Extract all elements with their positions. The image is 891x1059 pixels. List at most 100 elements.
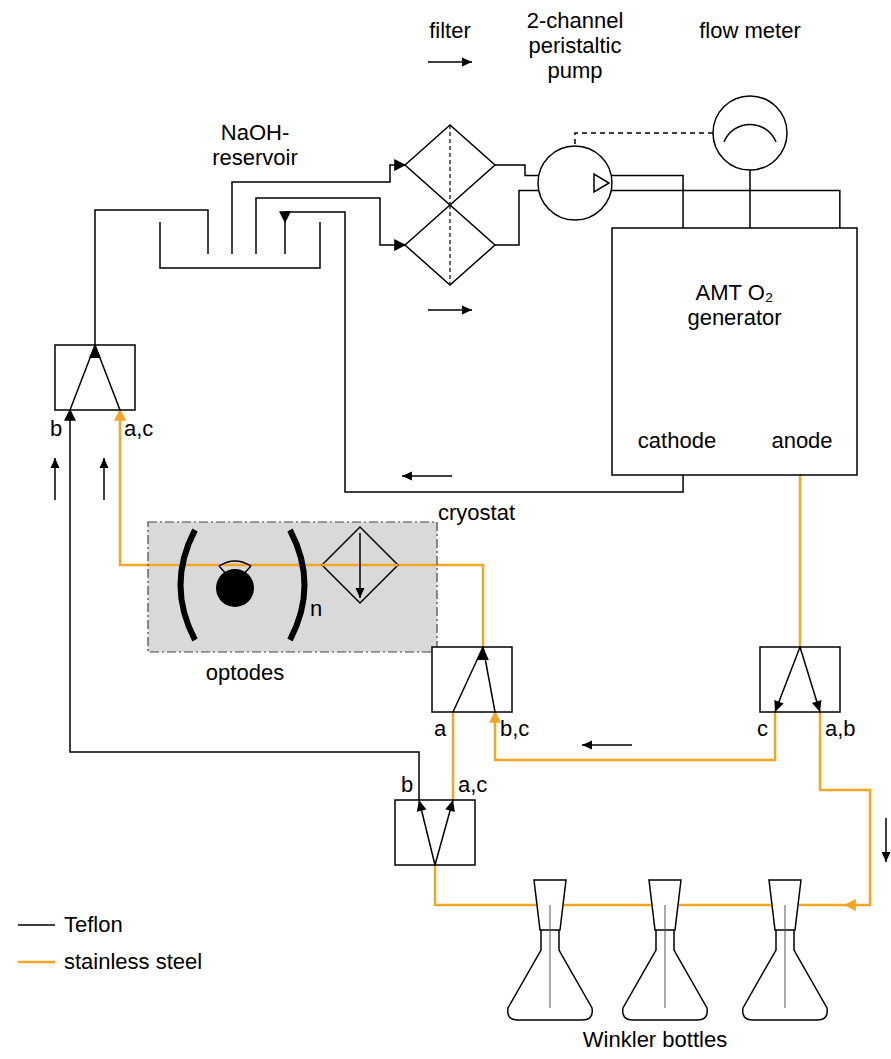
- reservoir: NaOH- reservoir: [150, 115, 330, 270]
- teflon-tube: [749, 170, 751, 228]
- arrow-head: [402, 472, 412, 481]
- teflon-tube: [612, 176, 683, 228]
- pump-symbol: [538, 146, 612, 220]
- arrow-head: [89, 345, 101, 358]
- generator-box: [612, 228, 857, 475]
- arrow-head: [445, 800, 455, 812]
- steel-tube: [435, 865, 500, 905]
- port-letter: a: [434, 716, 448, 741]
- port-letter: a,b: [825, 716, 865, 741]
- optode-sensor: [216, 569, 254, 607]
- bottle-dip-tube: [550, 905, 551, 1008]
- legend-swatch: [18, 924, 55, 926]
- line-art: [395, 800, 475, 865]
- steel-pipe: [679, 904, 771, 907]
- valve-box: [760, 647, 840, 712]
- repeat-index: n: [310, 596, 334, 621]
- legend-text: stainless steel: [64, 949, 202, 974]
- reservoir-tub: [160, 222, 320, 268]
- line-art: [538, 146, 612, 220]
- winkler-bottles: Winkler bottles: [490, 870, 860, 1056]
- steel-tube: [820, 712, 870, 905]
- line-art: [160, 222, 320, 268]
- optode-bracket: [290, 530, 305, 640]
- arrow-head: [882, 852, 891, 862]
- bottle-dip-tube: [665, 905, 666, 1008]
- valve: c a,b: [745, 640, 870, 745]
- electrode-label: anode: [752, 428, 852, 453]
- steel-pipe: [799, 904, 845, 907]
- valve-path: [453, 647, 483, 712]
- teflon-tube: [575, 133, 713, 146]
- valve: b a,c: [385, 765, 505, 870]
- line-art: [148, 522, 437, 652]
- teflon-tube: [495, 190, 538, 245]
- valve-path: [775, 647, 800, 712]
- steel-tube: [120, 410, 322, 565]
- optode-bracket: [181, 530, 196, 640]
- oxygen-generator: AMT O₂ generator cathode anode: [612, 228, 857, 475]
- shape-outline: [400, 12, 500, 322]
- teflon-tube: [95, 210, 208, 345]
- node-label: cryostat: [438, 500, 524, 525]
- port-letter: a,c: [124, 416, 164, 441]
- arrow-head: [462, 306, 472, 315]
- legend-text: Teflon: [64, 912, 123, 937]
- node-label: AMT O₂ generator: [662, 280, 807, 330]
- line-art: [760, 647, 840, 712]
- legend-swatch: [18, 961, 55, 964]
- node-label: Winkler bottles: [530, 1027, 780, 1052]
- shape-outline: [148, 522, 438, 692]
- arrow-head: [100, 458, 109, 468]
- optode-thermostat: cryostatoptodes: [148, 522, 438, 692]
- steel-pipe: [500, 904, 536, 907]
- line-art: [322, 527, 398, 603]
- arrow-head: [417, 800, 427, 812]
- flow-meter-symbol: [713, 96, 787, 170]
- port-letter: b: [401, 772, 415, 797]
- filter-diamond: [405, 205, 495, 285]
- steel-pipe: [564, 904, 651, 907]
- node-label: 2-channel peristaltic pump: [510, 8, 640, 83]
- cryostat: cryostat: [322, 498, 527, 606]
- steel-tube: [398, 565, 483, 647]
- line-art: [405, 58, 495, 315]
- arrow-head: [812, 700, 821, 712]
- bottle-dip-tube: [785, 905, 786, 1008]
- node-label: filter: [400, 18, 500, 43]
- electrode-label: cathode: [627, 428, 727, 453]
- teflon-tube: [256, 198, 405, 245]
- thermostat-enclosure: [148, 522, 437, 652]
- steel-tube: [495, 712, 775, 760]
- teflon-tube: [495, 165, 538, 176]
- filter-pair: filter: [400, 12, 500, 322]
- port-letter: b,c: [500, 716, 540, 741]
- valve: b a,c: [40, 340, 165, 450]
- arrow-head: [51, 458, 60, 468]
- teflon-tube: [70, 410, 419, 800]
- valve-box: [55, 345, 135, 410]
- arrow-head: [477, 647, 489, 660]
- reservoir-pipe: [255, 222, 257, 254]
- thermostat-fill: [148, 522, 437, 652]
- valve: a b,c: [425, 640, 550, 745]
- line-art: [432, 647, 512, 712]
- teflon-tube: [232, 165, 405, 222]
- node-label: flow meter: [685, 18, 815, 43]
- arrow-head: [774, 700, 783, 712]
- pump-triangle: [594, 174, 609, 192]
- node-label: optodes: [190, 660, 300, 685]
- port-letter: a,c: [458, 772, 498, 797]
- reservoir-pipe: [284, 222, 286, 254]
- port-letter: c: [757, 716, 771, 741]
- valve-box: [432, 647, 512, 712]
- port-letter: b: [50, 416, 66, 441]
- meter-scale: [724, 124, 776, 142]
- reservoir-pipe: [207, 222, 209, 254]
- reservoir-pipe: [231, 222, 233, 254]
- peristaltic-pump: 2-channel peristaltic pump: [505, 4, 650, 224]
- arrow-head: [582, 741, 592, 750]
- filter-diamond: [405, 125, 495, 205]
- line-art: [500, 880, 845, 1020]
